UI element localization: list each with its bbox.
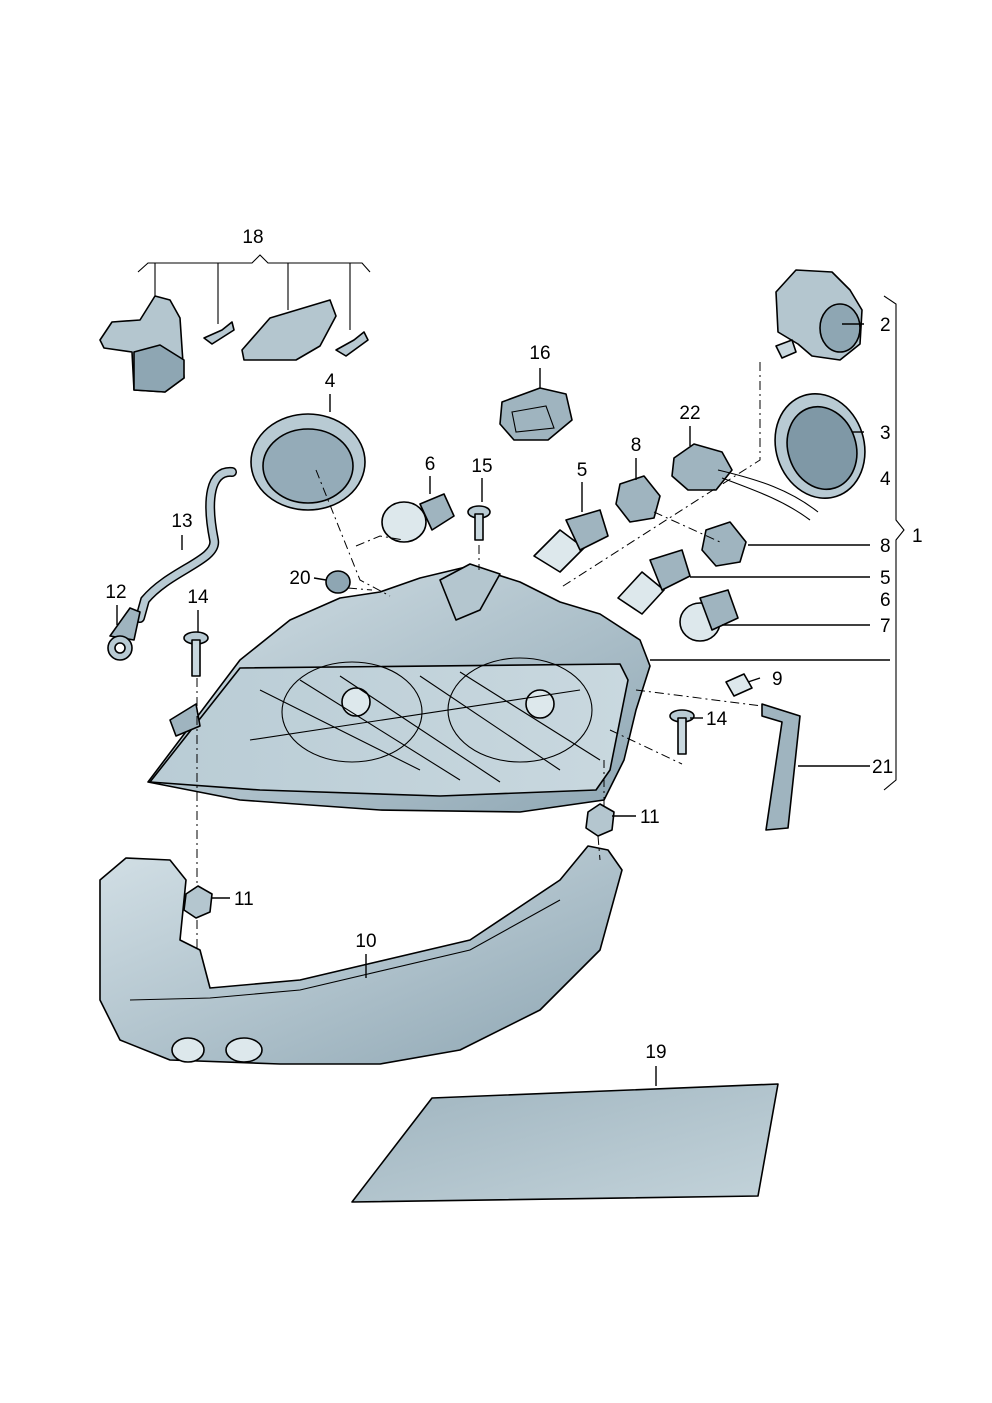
label-16: 16 <box>529 343 550 364</box>
label-5-upper: 5 <box>577 460 588 481</box>
label-1: 1 <box>912 526 923 547</box>
part-number-labels: 18 4 16 2 3 4 22 8 6 15 5 13 1 8 20 5 12… <box>105 227 922 1063</box>
assembly-lines <box>196 362 763 950</box>
label-12: 12 <box>105 582 126 603</box>
screw-15 <box>467 505 491 541</box>
bulb-socket-22 <box>671 443 819 521</box>
label-3: 3 <box>880 423 891 444</box>
label-4-left: 4 <box>325 371 336 392</box>
cap-4-left <box>250 413 366 511</box>
label-22: 22 <box>679 403 700 424</box>
bulb-6-upper <box>381 493 455 543</box>
bracket-set-18 <box>99 254 371 393</box>
brace-1 <box>883 295 905 791</box>
label-6-upper: 6 <box>425 454 436 475</box>
eyelet-12 <box>107 607 141 661</box>
label-2: 2 <box>880 315 891 336</box>
label-21: 21 <box>872 757 893 778</box>
leader-lines <box>116 323 890 1086</box>
bulb-9 <box>725 673 753 697</box>
label-6-lower: 6 <box>880 590 891 611</box>
screw-14-left <box>183 631 209 677</box>
clip-11-right <box>585 803 615 837</box>
label-8-upper: 8 <box>631 435 642 456</box>
cover-cap-3 <box>774 392 866 500</box>
label-9: 9 <box>772 669 783 690</box>
bulb-7 <box>679 589 739 642</box>
socket-8-lower <box>701 521 747 567</box>
bulb-5-lower <box>617 549 691 615</box>
label-11-right: 11 <box>640 807 660 828</box>
mounting-bracket-10 <box>99 845 623 1065</box>
headlight-housing <box>147 563 651 813</box>
label-19: 19 <box>645 1042 666 1063</box>
protective-film-19 <box>351 1083 779 1203</box>
connector-16 <box>499 387 573 441</box>
label-14-right: 14 <box>706 709 728 730</box>
actuator-motor-2 <box>775 269 863 361</box>
label-10: 10 <box>355 931 376 952</box>
label-14-left: 14 <box>187 587 209 608</box>
label-11-left: 11 <box>234 889 254 910</box>
screw-14-right <box>669 709 695 755</box>
label-15: 15 <box>471 456 492 477</box>
label-5-lower: 5 <box>880 568 891 589</box>
label-8-lower: 8 <box>880 536 891 557</box>
label-7: 7 <box>880 616 891 637</box>
label-18: 18 <box>242 227 263 248</box>
plug-20 <box>325 570 351 594</box>
label-13: 13 <box>171 511 192 532</box>
seal-strip-21 <box>761 703 801 831</box>
socket-8-upper <box>615 475 661 523</box>
label-20: 20 <box>289 568 310 589</box>
clip-11-left <box>183 885 213 919</box>
label-4-right: 4 <box>880 469 891 490</box>
vent-hose-13 <box>135 467 237 623</box>
bulb-5-upper <box>533 509 609 573</box>
